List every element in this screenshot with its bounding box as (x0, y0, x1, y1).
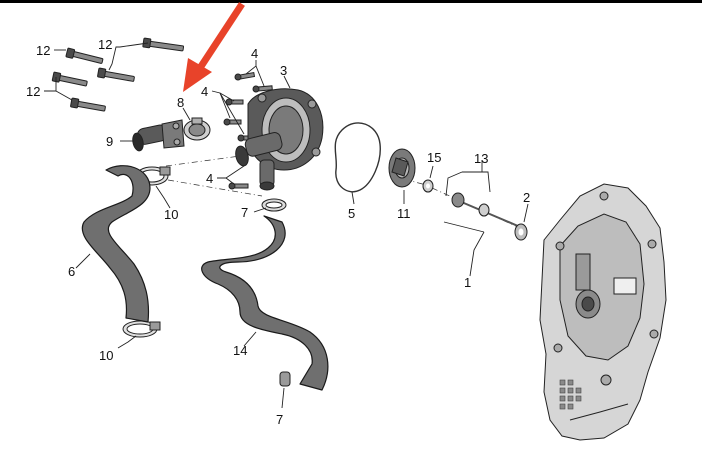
pump-housing-3 (235, 88, 324, 191)
bolt-4-bottom (228, 182, 249, 190)
callout-2: 2 (523, 190, 530, 205)
callout-6: 6 (68, 264, 75, 279)
header-bar (0, 0, 702, 3)
callout-12: 12 (98, 37, 112, 52)
thermostat-8 (183, 117, 211, 141)
callout-12: 12 (36, 43, 50, 58)
callout-4: 4 (251, 46, 258, 61)
callout-7: 7 (241, 205, 248, 220)
bolt-12-lower-b (70, 97, 106, 112)
callout-9: 9 (106, 134, 113, 149)
callout-4: 4 (206, 171, 213, 186)
callout-1: 1 (464, 275, 471, 290)
thermostat-cover-9 (132, 119, 185, 152)
bolt-12-upper-right (142, 37, 185, 52)
callout-13: 13 (474, 151, 488, 166)
callout-7: 7 (276, 412, 283, 427)
callout-11: 11 (397, 206, 411, 221)
impeller-11 (388, 148, 416, 188)
seal-2 (514, 223, 528, 241)
callout-14: 14 (233, 343, 247, 358)
bolt-12-upper-left (65, 47, 104, 64)
bolt-12-lower-a (51, 71, 88, 87)
callout-5: 5 (348, 206, 355, 221)
clip-7-upper (261, 198, 287, 212)
red-arrow-icon (183, 2, 245, 92)
gasket-5 (334, 122, 381, 193)
callout-4: 4 (201, 84, 208, 99)
callout-labels: 12 12 12 8 4 4 4 3 9 10 10 7 7 6 5 11 15… (26, 37, 530, 427)
clip-7-lower (279, 371, 291, 387)
bolt-12-middle (97, 67, 135, 82)
leaders-12 (44, 42, 149, 101)
callout-10: 10 (164, 207, 178, 222)
callout-8: 8 (177, 95, 184, 110)
bolt-4-mid-a (225, 98, 244, 106)
callout-3: 3 (280, 63, 287, 78)
callout-10: 10 (99, 348, 113, 363)
callout-12: 12 (26, 84, 40, 99)
washer-15 (422, 179, 434, 193)
pump-shaft-1 (451, 192, 519, 227)
bolt-4-mid-b (223, 118, 242, 126)
cover-vent-grid (559, 379, 582, 410)
hose-clamp-10-lower (122, 320, 161, 338)
engine-crankcase-cover (539, 183, 667, 441)
hose-14 (201, 215, 329, 391)
assembly-lines (165, 155, 521, 229)
bolt-4-top-a (234, 71, 256, 81)
leaders-4 (211, 60, 265, 185)
bolt-4-top-b (252, 85, 273, 93)
hose-6 (81, 165, 151, 323)
callout-15: 15 (427, 150, 441, 165)
